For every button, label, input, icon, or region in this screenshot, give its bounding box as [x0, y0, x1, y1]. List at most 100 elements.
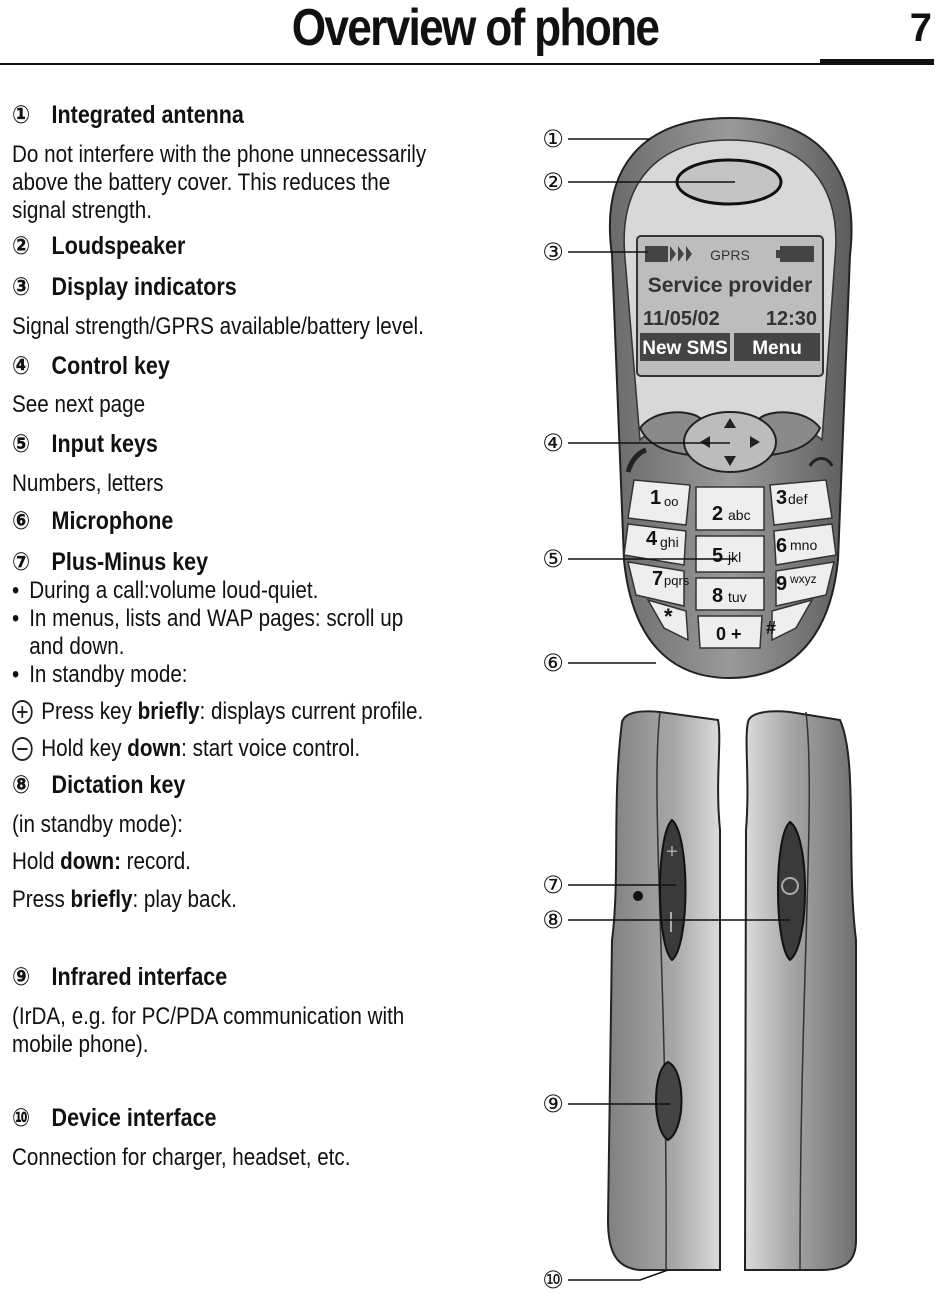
page-header: Overview of phone 7 [0, 0, 950, 70]
phone-right-side [743, 710, 857, 1271]
key-0: 0 + [716, 624, 742, 644]
provider-text: Service provider [648, 274, 813, 297]
item-number: ② [12, 232, 31, 260]
svg-text:+: + [666, 841, 678, 863]
key-6: 6 [776, 535, 787, 557]
callout-4: ④ [542, 429, 564, 457]
item-heading-loudspeaker: ② Loudspeaker [12, 231, 185, 261]
callout-10: ⑩ [542, 1266, 564, 1294]
item-number: ① [12, 101, 31, 129]
item-number: ⑦ [12, 548, 31, 576]
item-title: Microphone [51, 507, 174, 535]
key-hash: # [766, 618, 776, 638]
callout-5: ⑤ [542, 545, 564, 573]
item-title: Integrated antenna [51, 101, 244, 129]
callout-7: ⑦ [542, 871, 564, 899]
item-number: ③ [12, 273, 31, 301]
hold-instruction: Hold down: record. [12, 848, 191, 875]
item-title: Device interface [51, 1104, 217, 1132]
item-number: ⑥ [12, 507, 31, 535]
key-6-sub: mno [790, 537, 817, 553]
key-4: 4 [646, 528, 658, 550]
plus-minus-key [659, 818, 687, 962]
keypad [623, 479, 837, 649]
minus-key-instruction: Hold key down: start voice control. [12, 735, 360, 763]
press-instruction: Press briefly: play back. [12, 886, 237, 913]
minus-circle-icon [12, 737, 33, 761]
dictation-key [777, 820, 806, 962]
callout-3: ③ [542, 238, 564, 266]
key-7: 7 [652, 568, 663, 590]
key-7-sub: pqrs [664, 573, 690, 588]
item-title: Control key [51, 352, 170, 380]
page-number: 7 [909, 6, 932, 50]
control-key [683, 411, 777, 473]
callout-2: ② [542, 168, 564, 196]
item-body-line: signal strength. [12, 197, 152, 224]
item-body-line: Do not interfere with the phone unnecess… [12, 141, 427, 168]
key-1: 1 [650, 487, 661, 509]
item-number: ⑨ [12, 963, 31, 991]
item-number: ⑤ [12, 430, 31, 458]
time-text: 12:30 [766, 308, 817, 330]
key-2-sub: abc [728, 507, 751, 523]
item-title: Loudspeaker [51, 232, 186, 260]
key-5-sub: jkl [727, 549, 741, 565]
page-title: Overview of phone [291, 0, 660, 57]
item-title: Infrared interface [51, 963, 228, 991]
item-number: ⑧ [12, 771, 31, 799]
bullet-item: •In standby mode: [12, 661, 188, 688]
bullet-item: •During a call:volume loud-quiet. [12, 577, 319, 604]
phone-front: GPRS Service provider 11/05/02 12:30 New… [608, 116, 853, 680]
plus-key-instruction: Press key briefly: displays current prof… [12, 698, 423, 726]
callout-8: ⑧ [542, 906, 564, 934]
item-heading-plus-minus-key: ⑦ Plus-Minus key [12, 547, 208, 577]
key-5: 5 [712, 545, 723, 567]
date-text: 11/05/02 [643, 308, 720, 330]
item-title: Input keys [51, 430, 158, 458]
left-softkey-label: New SMS [642, 338, 728, 359]
callout-lines [568, 138, 790, 1281]
item-body-line: mobile phone). [12, 1031, 149, 1058]
key-9-sub: wxyz [789, 572, 817, 586]
header-rule [0, 63, 820, 65]
item-heading-dictation-key: ⑧ Dictation key [12, 770, 185, 800]
phone-left-side: + [606, 710, 721, 1271]
infrared-window [655, 1060, 683, 1142]
signal-strength-icon [645, 246, 692, 262]
callout-labels: ① ② ③ ④ ⑤ ⑥ ⑦ ⑧ ⑨ ⑩ [542, 125, 564, 1294]
battery-icon [780, 246, 814, 262]
item-heading-microphone: ⑥ Microphone [12, 506, 173, 536]
page-number-rule [820, 59, 934, 65]
item-title: Dictation key [51, 771, 186, 799]
key-2: 2 [712, 503, 723, 525]
callout-1: ① [542, 125, 564, 153]
item-body-line: above the battery cover. This reduces th… [12, 169, 391, 196]
key-8: 8 [712, 585, 723, 607]
callout-6: ⑥ [542, 649, 564, 677]
end-key-icon [808, 457, 834, 467]
key-3: 3 [776, 487, 787, 509]
item-heading-input-keys: ⑤ Input keys [12, 429, 158, 459]
item-body-line: Numbers, letters [12, 470, 164, 497]
item-body-line: (in standby mode): [12, 811, 183, 838]
call-key-icon [625, 447, 647, 473]
item-body-line: Connection for charger, headset, etc. [12, 1144, 351, 1171]
item-heading-integrated-antenna: ① Integrated antenna [12, 100, 244, 130]
right-softkey-label: Menu [752, 338, 802, 359]
key-9: 9 [776, 573, 787, 595]
gprs-indicator: GPRS [710, 247, 750, 263]
bullet-item: •In menus, lists and WAP pages: scroll u… [12, 605, 404, 632]
item-body-line: (IrDA, e.g. for PC/PDA communication wit… [12, 1003, 405, 1030]
key-8-sub: tuv [728, 589, 747, 605]
key-3-sub: def [788, 491, 808, 507]
plus-circle-icon [12, 700, 33, 724]
microphone-hole [633, 891, 643, 901]
item-body-line: Signal strength/GPRS available/battery l… [12, 313, 424, 340]
item-title: Plus-Minus key [51, 548, 209, 576]
item-number: ⑩ [12, 1104, 31, 1132]
keypad-labels: 1 oo 2 abc 3 def 4 ghi 5 jkl 6 mno 7 pqr… [646, 487, 817, 644]
key-4-sub: ghi [660, 534, 679, 550]
